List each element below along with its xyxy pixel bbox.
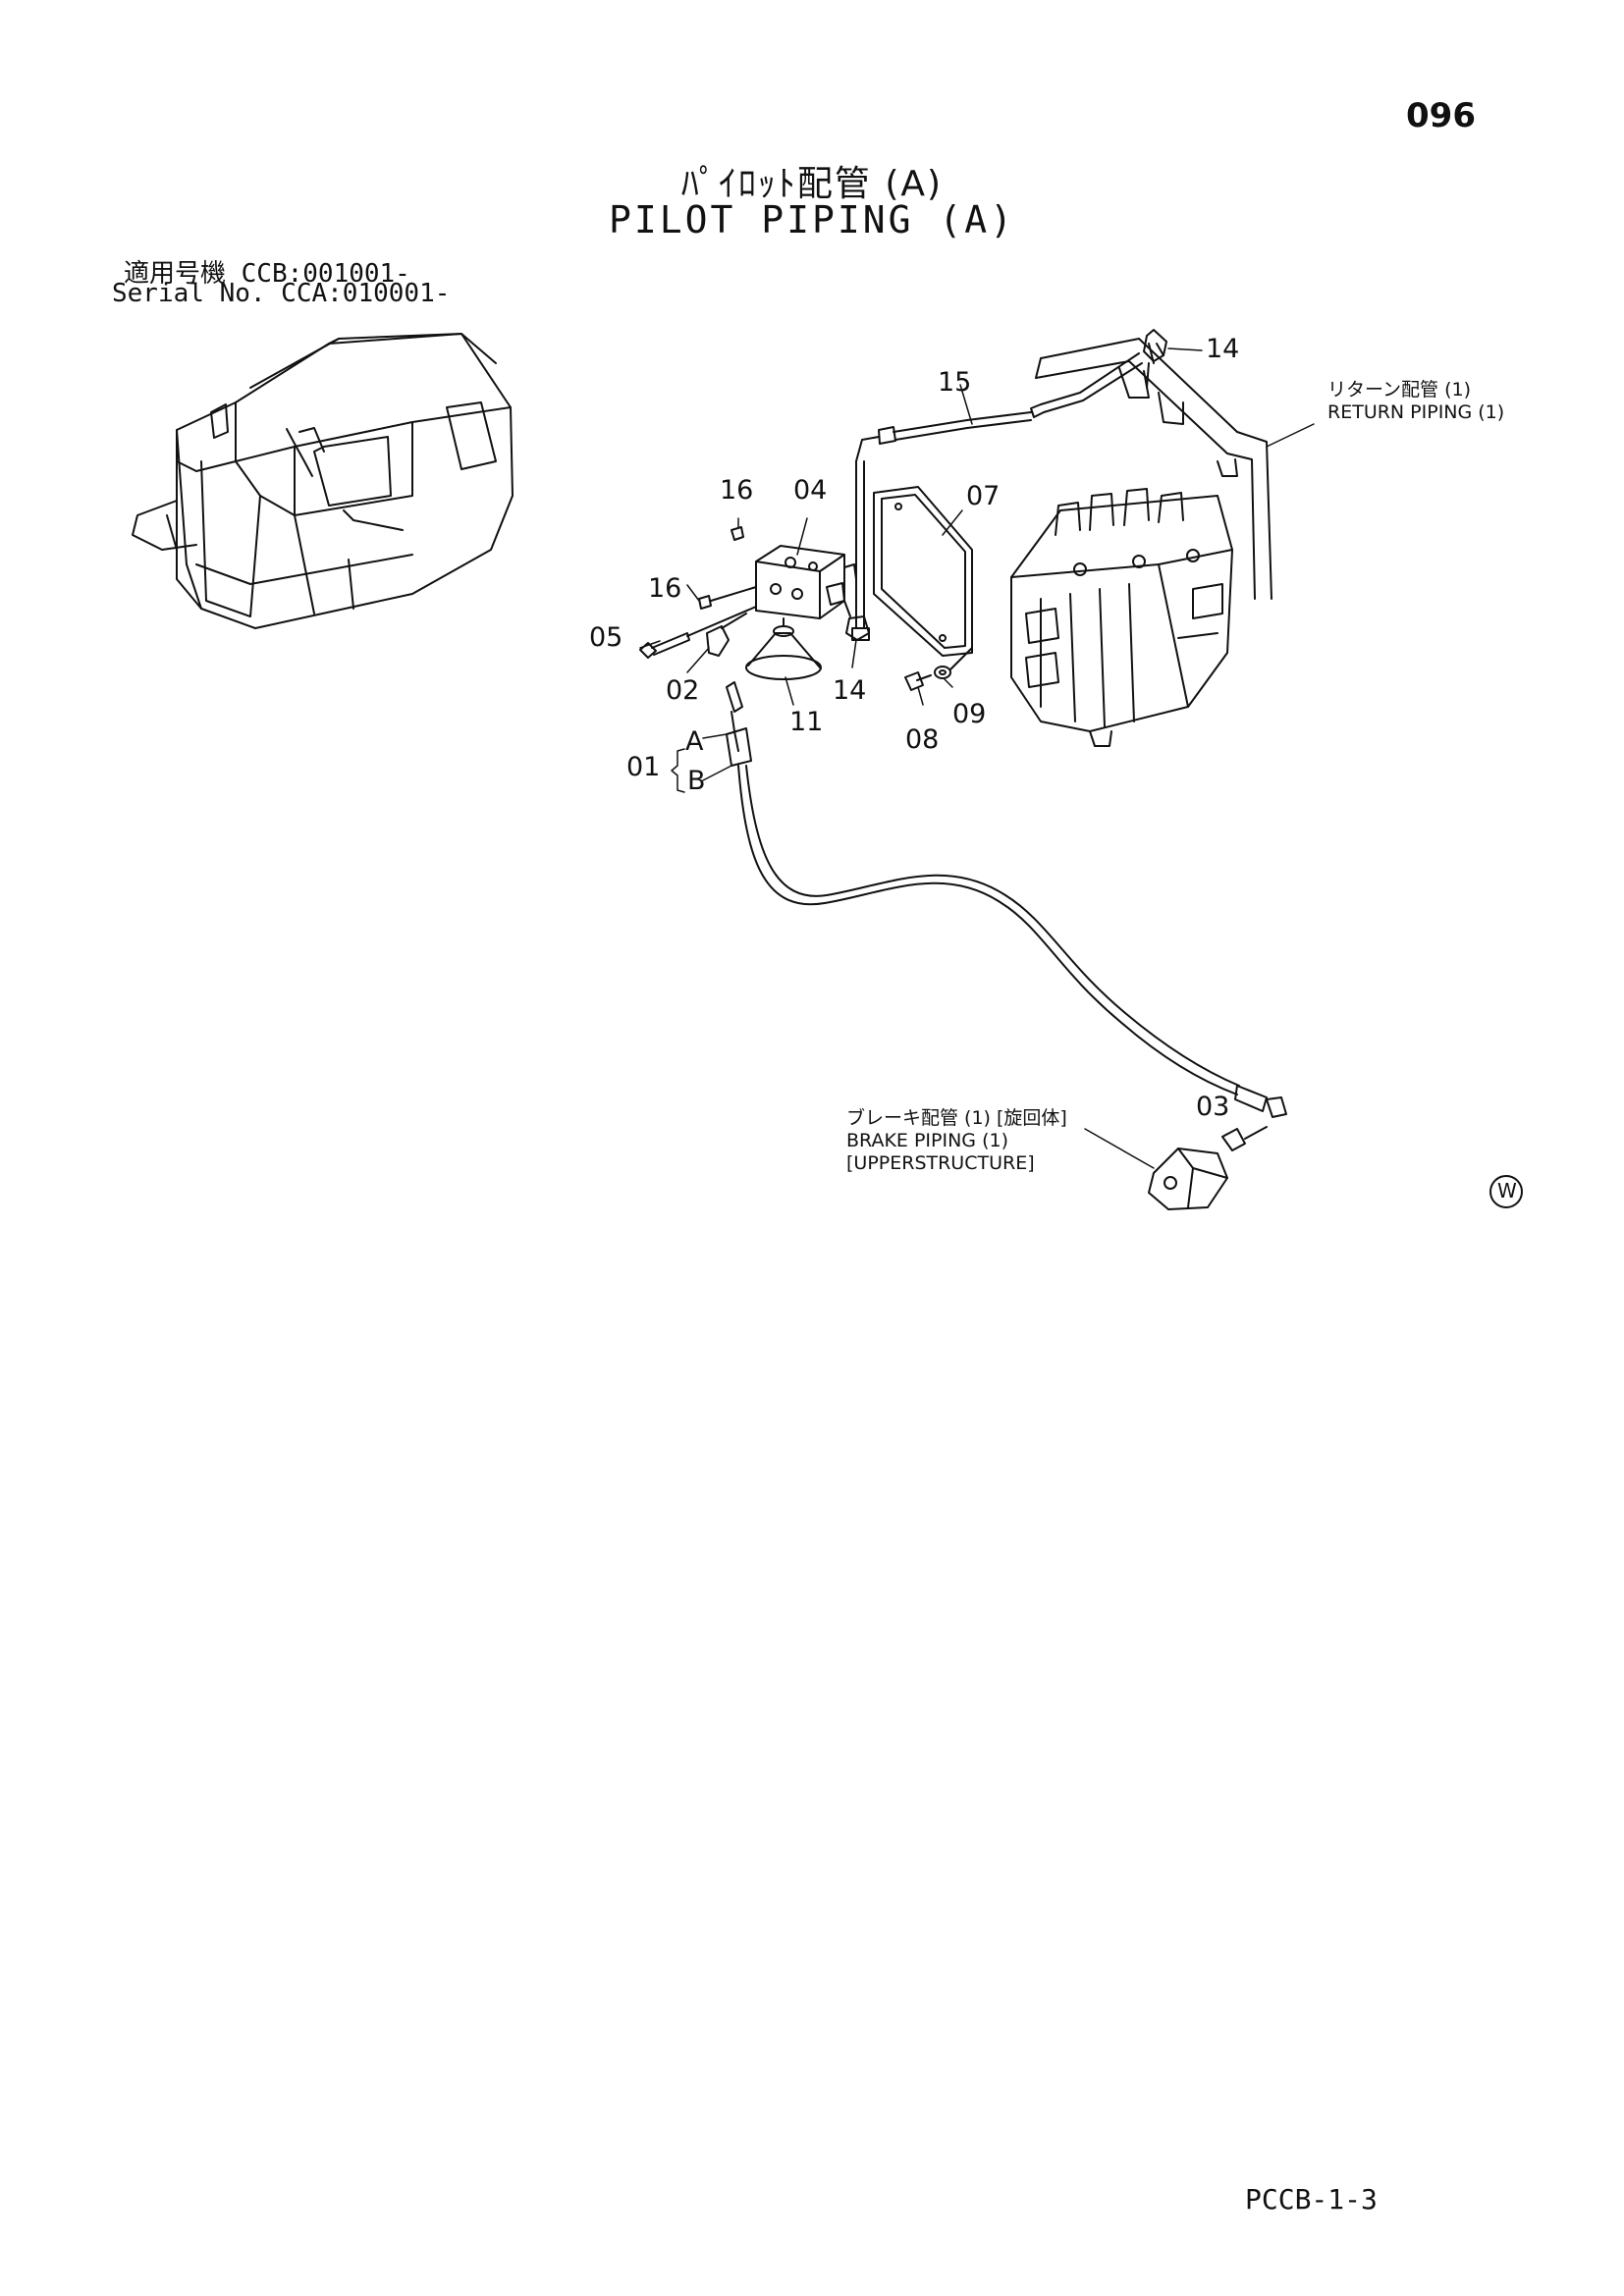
return-piping-label-jp: リターン配管 (1) xyxy=(1327,379,1472,400)
callout-05: 05 xyxy=(589,622,623,653)
part-08-bolt-09-washer xyxy=(904,647,973,691)
callout-01: 01 xyxy=(626,752,661,782)
applicable-serial-en: Serial No. CCA:010001- xyxy=(112,279,451,308)
callout-09: 09 xyxy=(952,699,987,729)
excavator-cab-overview xyxy=(132,333,514,629)
page-number: 096 xyxy=(1406,96,1476,135)
callout-14-mid: 14 xyxy=(833,675,867,706)
callout-16-upper: 16 xyxy=(720,475,754,506)
w-mark-letter: W xyxy=(1497,1179,1517,1202)
brake-piping-label-upperstructure: [UPPERSTRUCTURE] xyxy=(846,1152,1035,1174)
callout-03: 03 xyxy=(1196,1092,1230,1122)
part-03-fitting-swing-motor xyxy=(1148,1126,1268,1210)
part-14-top-fitting xyxy=(1143,329,1167,389)
callout-08: 08 xyxy=(905,724,940,755)
callout-11: 11 xyxy=(789,707,824,737)
callout-07: 07 xyxy=(966,481,1001,511)
brake-piping-label-jp: ブレーキ配管 (1) [旋回体] xyxy=(846,1107,1067,1129)
page-code: PCCB-1-3 xyxy=(1245,2183,1378,2216)
callout-A: A xyxy=(685,726,704,757)
callout-14-top: 14 xyxy=(1206,334,1240,364)
part-07-bracket-plate xyxy=(873,486,973,657)
part-11-accumulator xyxy=(745,617,822,680)
part-15-pilot-hose xyxy=(851,352,1143,641)
part-04-manifold-block xyxy=(755,545,857,619)
part-01-pilot-hose xyxy=(726,681,1287,1118)
callout-16-lower: 16 xyxy=(648,573,682,604)
return-piping-label-en: RETURN PIPING (1) xyxy=(1327,401,1505,423)
brake-piping-label-en: BRAKE PIPING (1) xyxy=(846,1130,1008,1151)
part-16-bolts xyxy=(698,526,757,610)
applicable-serial-jp: 適用号機 CCB:001001- xyxy=(124,259,410,289)
part-14-elbow-fitting xyxy=(843,600,870,641)
leader-lines xyxy=(639,347,1315,1169)
title-japanese: ﾊﾟｲﾛｯﾄ配管 (A) xyxy=(680,164,944,204)
part-02-elbow-fitting xyxy=(706,613,747,657)
callout-B: B xyxy=(687,766,706,796)
control-valve-assembly xyxy=(1010,488,1233,747)
callout-04: 04 xyxy=(793,475,828,506)
return-piping-frame xyxy=(1035,338,1272,600)
w-mark-circle xyxy=(1489,1175,1523,1208)
callout-15: 15 xyxy=(938,367,972,398)
part-05-bolt xyxy=(639,606,757,659)
callout-02: 02 xyxy=(666,675,700,706)
title-english: PILOT PIPING (A) xyxy=(608,198,1016,241)
